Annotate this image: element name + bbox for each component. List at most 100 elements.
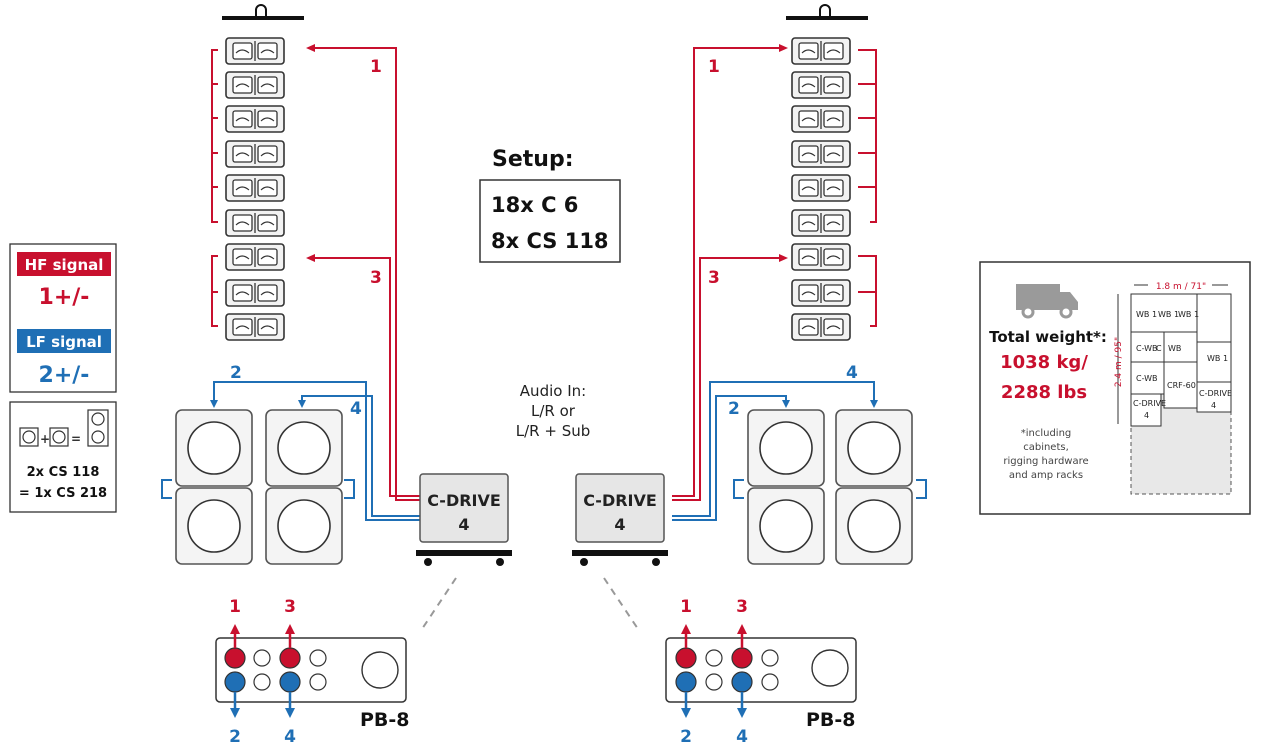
cs118-sub xyxy=(265,487,343,565)
c6-cabinet xyxy=(225,105,285,133)
signal-legend: HF signal 1+/- LF signal 2+/- xyxy=(9,243,117,393)
svg-text:=: = xyxy=(71,432,81,446)
setup-box: Setup: 18x C 6 8x CS 118 xyxy=(479,147,621,263)
signal-number-2: 2 xyxy=(230,363,242,383)
c6-cabinet xyxy=(791,105,851,133)
c6-cabinet xyxy=(791,243,851,271)
left-panel-label: PB-8 xyxy=(360,709,410,731)
right-amp-model: 4 xyxy=(614,515,625,534)
c6-cabinet xyxy=(225,71,285,99)
c6-cabinet xyxy=(791,174,851,202)
audio-in-line3: L/R + Sub xyxy=(516,422,591,440)
cs218-icon xyxy=(87,409,109,447)
cell-cdrive-num: 4 xyxy=(1211,401,1216,410)
c6-cabinet xyxy=(791,140,851,168)
signal-number-2: 2 xyxy=(680,727,692,747)
c6-cabinet xyxy=(225,209,285,237)
cs118-sub xyxy=(747,487,825,565)
signal-number-4: 4 xyxy=(284,727,296,747)
total-weight-label: Total weight*: xyxy=(989,328,1107,346)
setup-heading: Setup: xyxy=(492,147,574,172)
setup-line-cs118: 8x CS 118 xyxy=(491,229,609,253)
audio-in-line2: L/R or xyxy=(531,402,576,420)
signal-number-1: 1 xyxy=(680,597,692,617)
c6-cabinet xyxy=(791,37,851,65)
audio-in-label: Audio In: L/R or L/R + Sub xyxy=(516,382,591,440)
signal-number-2: 2 xyxy=(229,727,241,747)
cs118-sub xyxy=(747,409,825,487)
right-sub-stack: 4 2 xyxy=(672,363,927,565)
right-amp-name: C-DRIVE xyxy=(583,491,657,510)
c6-cabinet xyxy=(791,313,851,341)
signal-number-4: 4 xyxy=(350,399,362,419)
weight-note-line4: and amp racks xyxy=(1009,470,1083,481)
signal-number-2: 2 xyxy=(728,399,740,419)
cell-crf: CRF-60 xyxy=(1167,381,1196,390)
setup-line-c6: 18x C 6 xyxy=(491,193,578,217)
cell-wb: WB 1 xyxy=(1207,354,1228,363)
signal-number-1: 1 xyxy=(370,57,382,77)
truck-height-label: 2.4 m / 95" xyxy=(1114,337,1124,387)
left-sub-stack: 2 4 xyxy=(161,363,428,565)
hf-signal-label: HF signal xyxy=(25,256,104,274)
left-amp-model: 4 xyxy=(458,515,469,534)
cs118-sub xyxy=(175,409,253,487)
lf-signal-label: LF signal xyxy=(26,333,102,351)
cell-wb: WB 1 xyxy=(1136,310,1157,319)
c6-cabinet xyxy=(791,71,851,99)
signal-number-3: 3 xyxy=(736,597,748,617)
cs118-icon xyxy=(19,427,39,447)
cs118-icon xyxy=(49,427,69,447)
cell-wb: WB xyxy=(1168,344,1181,353)
right-panel-label: PB-8 xyxy=(806,709,856,731)
signal-number-1: 1 xyxy=(229,597,241,617)
signal-number-3: 3 xyxy=(708,268,720,288)
cs118-sub xyxy=(835,409,913,487)
left-amp-rack: C-DRIVE 4 xyxy=(416,473,512,566)
signal-number-4: 4 xyxy=(846,363,858,383)
right-line-array: 1 3 xyxy=(672,4,877,501)
signal-number-1: 1 xyxy=(708,57,720,77)
cs118-sub xyxy=(175,487,253,565)
cell-c: C xyxy=(1156,344,1162,353)
cell-wb: WB 1 xyxy=(1158,310,1179,319)
c6-cabinet xyxy=(225,174,285,202)
c6-cabinet xyxy=(225,140,285,168)
cell-cdrive-num: 4 xyxy=(1144,411,1149,420)
cell-cdrive: C-DRIVE xyxy=(1199,389,1232,398)
cs118-sub xyxy=(265,409,343,487)
c6-cabinet xyxy=(225,37,285,65)
c6-cabinet xyxy=(225,313,285,341)
total-weight-lbs: 2288 lbs xyxy=(1001,382,1087,403)
cell-cwb: C-WB xyxy=(1136,344,1158,353)
sub-equivalence-note: + = 2x CS 118 = 1x CS 218 xyxy=(9,401,117,513)
c6-cabinet xyxy=(225,243,285,271)
cs118-sub xyxy=(835,487,913,565)
svg-text:+: + xyxy=(40,432,50,446)
signal-number-3: 3 xyxy=(284,597,296,617)
cell-cwb: C-WB xyxy=(1136,374,1158,383)
left-amp-name: C-DRIVE xyxy=(427,491,501,510)
audio-in-line1: Audio In: xyxy=(520,382,586,400)
truck-width-label: 1.8 m / 71" xyxy=(1156,282,1206,292)
van-icon xyxy=(1016,284,1078,319)
weight-note-line2: cabinets, xyxy=(1023,442,1069,453)
sub-note-line1: 2x CS 118 xyxy=(27,465,100,480)
left-patch-panel: 1 3 2 4 PB-8 xyxy=(215,597,410,747)
right-amp-rack: C-DRIVE 4 xyxy=(572,473,668,566)
cell-cdrive: C-DRIVE xyxy=(1133,399,1166,408)
signal-number-4: 4 xyxy=(736,727,748,747)
right-patch-panel: 1 3 2 4 PB-8 xyxy=(665,597,857,747)
weight-note-line1: *including xyxy=(1021,428,1072,439)
hf-signal-value: 1+/- xyxy=(39,285,90,310)
lf-signal-value: 2+/- xyxy=(39,363,90,388)
c6-cabinet xyxy=(225,279,285,307)
sub-note-line2: = 1x CS 218 xyxy=(19,486,107,501)
weight-note-line3: rigging hardware xyxy=(1003,456,1088,467)
cell-wb: WB 1 xyxy=(1178,310,1199,319)
truck-pack-box: Total weight*: 1038 kg/ 2288 lbs *includ… xyxy=(979,261,1251,515)
left-line-array: 1 3 xyxy=(211,4,428,501)
total-weight-kg: 1038 kg/ xyxy=(1000,352,1088,373)
c6-cabinet xyxy=(791,209,851,237)
